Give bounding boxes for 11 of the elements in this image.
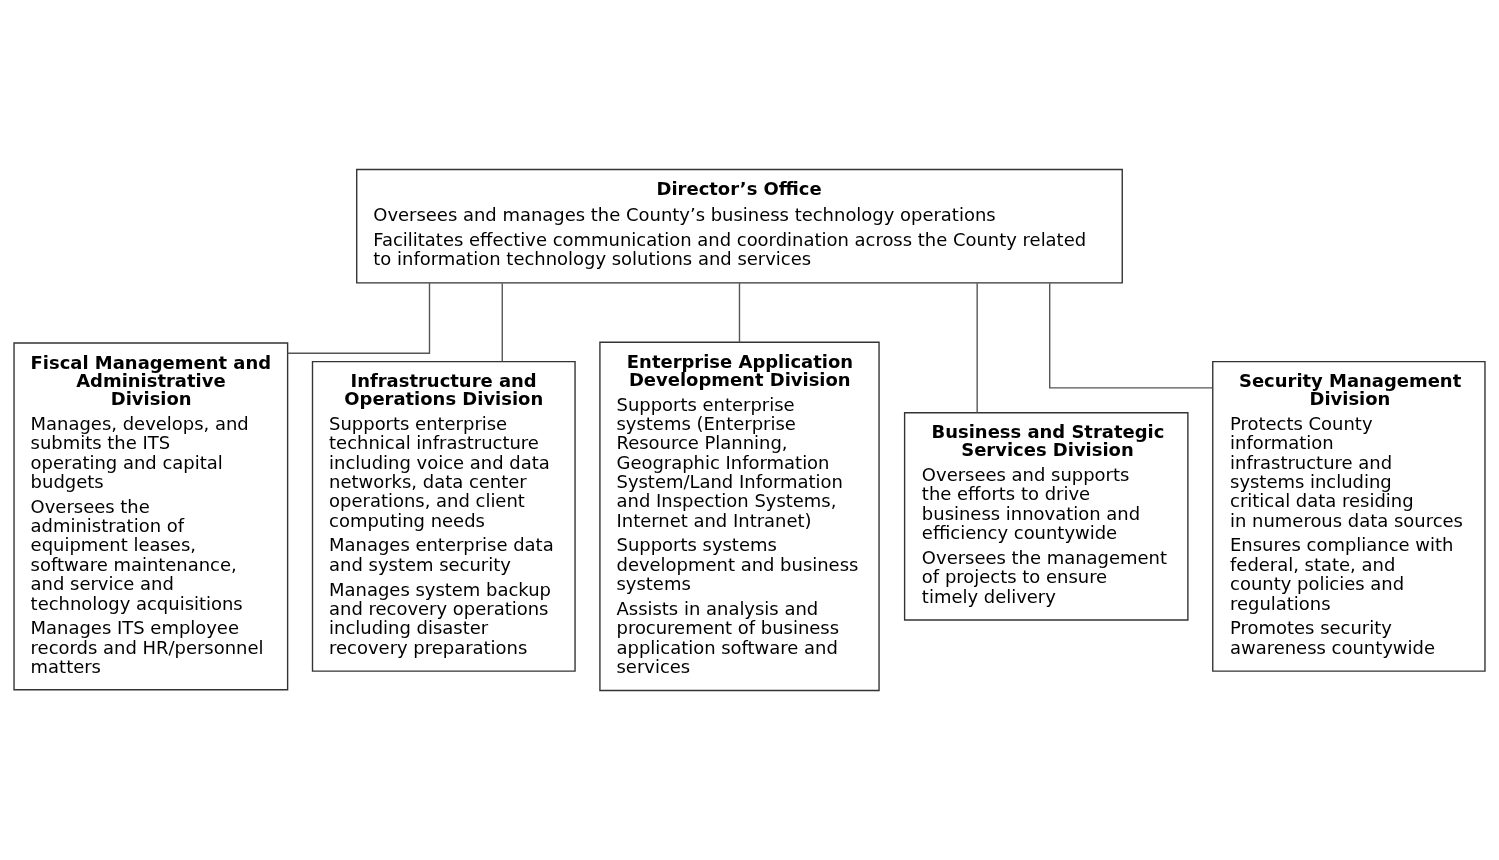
connector [501,282,503,362]
connector [738,282,741,343]
connector [1049,282,1214,389]
node-box: Security Management Division Protects County information infrastructure and systems including critical data residing in numerous data sources Ensures compliance with federal, state, and county policies and regulations Promotes security awareness countywide [1212,360,1486,672]
node-box: Fiscal Management and Administrative Division Manages, develops, and submits the ITS operating and capital budgets Oversees the administration of equipment leases, software maintenance, and service and technology acquisitions Manages ITS employee records and HR/personnel matters [13,342,289,691]
connector [976,282,978,414]
node-box: Enterprise Application Development Division Supports enterprise systems (Enterprise Resource Planning, Geographic Information System/Land Information and Inspection Systems, Internet and Intranet) Supports systems development and business systems Assists in analysis and procurement of business application software and services [599,341,880,692]
node-box: Infrastructure and Operations Division Supports enterprise technical infrastructure including voice and data networks, data center operations, and client computing needs Manages enterprise data and system security Manages system backup and recovery operations including disaster recovery preparations [311,360,576,672]
node-box: Business and Strategic Services Division Oversees and supports the efforts to drive business innovation and efficiency countywide Oversees the management of projects to ensure timely delivery [903,412,1189,621]
node-box: Director’s Office Oversees and manages the County’s business technology operations Facilitates effective communication and coordination across the County related to information technology solutions and services [356,168,1123,284]
connector [287,282,431,354]
